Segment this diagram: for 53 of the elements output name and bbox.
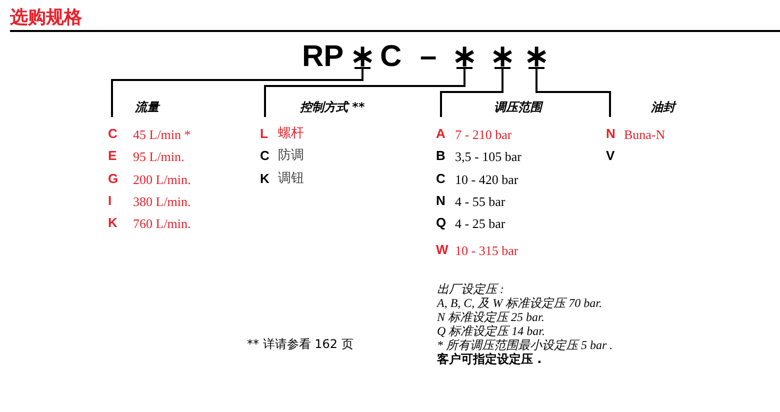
model-code-dash: – xyxy=(420,42,437,72)
option-value: 200 L/min. xyxy=(133,173,191,186)
option-code: N xyxy=(606,127,616,140)
factory-setting-note: 出厂设定压 : xyxy=(437,283,504,295)
column-heading: 油封 xyxy=(609,95,689,117)
bracket-connector xyxy=(440,67,512,96)
option-value: 760 L/min. xyxy=(133,217,191,230)
option-code: G xyxy=(108,172,118,185)
option-code: W xyxy=(436,243,448,256)
option-value: 10 - 420 bar xyxy=(455,173,518,186)
code-asterisk: ∗ xyxy=(490,42,515,72)
model-code-letters: RP xyxy=(302,42,344,72)
option-value: 7 - 210 bar xyxy=(455,128,512,141)
option-value: 45 L/min * xyxy=(133,128,191,141)
option-value: 4 - 55 bar xyxy=(455,195,506,208)
bracket-connector xyxy=(264,67,474,96)
code-asterisk: ∗ xyxy=(452,42,477,72)
option-code: B xyxy=(436,149,446,162)
option-value: 95 L/min. xyxy=(133,150,184,163)
factory-setting-note: * 所有调压范围最小设定压 5 bar . xyxy=(437,339,613,351)
option-code: A xyxy=(436,127,446,140)
factory-setting-note: Q 标准设定压 14 bar. xyxy=(437,325,546,337)
section-title: 选购规格 xyxy=(10,9,82,27)
code-asterisk: ∗ xyxy=(350,42,375,72)
option-value: 10 - 315 bar xyxy=(455,244,518,257)
option-value: 防调 xyxy=(278,149,304,162)
option-code: C xyxy=(260,149,270,162)
column-heading: 调压范围 xyxy=(440,95,560,117)
option-code: E xyxy=(108,149,117,162)
factory-setting-note: A, B, C, 及 W 标准设定压 70 bar. xyxy=(437,297,602,309)
option-code: Q xyxy=(436,216,446,229)
option-code: I xyxy=(108,194,112,207)
option-code: C xyxy=(436,172,446,185)
bracket-connector xyxy=(528,67,611,96)
footnote: ** 详请参看 162 页 xyxy=(247,338,354,350)
column-heading: 流量 xyxy=(111,95,231,117)
option-value: Buna-N xyxy=(624,128,666,141)
option-code: N xyxy=(436,194,446,207)
column-heading: 控制方式 ** xyxy=(264,95,414,117)
option-value: 3,5 - 105 bar xyxy=(455,150,522,163)
bracket-connector xyxy=(111,67,372,96)
option-value: 4 - 25 bar xyxy=(455,217,506,230)
option-code: K xyxy=(260,172,270,185)
option-value: 调钮 xyxy=(278,172,304,185)
option-code: L xyxy=(260,127,268,140)
model-code-letter: C xyxy=(380,42,402,72)
factory-setting-note: 客户可指定设定压 . xyxy=(437,353,542,365)
option-value: 380 L/min. xyxy=(133,195,191,208)
option-code: C xyxy=(108,127,118,140)
option-code: K xyxy=(108,216,118,229)
code-asterisk: ∗ xyxy=(524,42,549,72)
factory-setting-note: N 标准设定压 25 bar. xyxy=(437,311,544,323)
option-code: V xyxy=(606,149,615,162)
